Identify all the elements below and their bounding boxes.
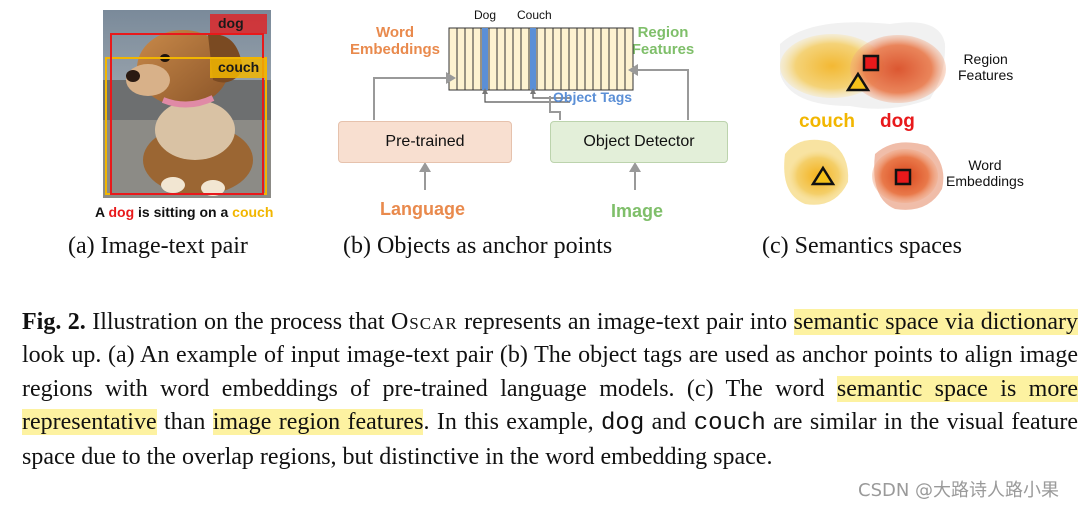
word-embeddings-label: Word Embeddings <box>350 24 440 58</box>
word-embeddings-space-label: Word Embeddings <box>946 157 1024 189</box>
embedding-diagram <box>373 27 689 190</box>
token-strip <box>448 27 634 91</box>
dog-tag-label: dog <box>218 15 244 31</box>
arrow-head <box>530 88 536 94</box>
detector-arrow <box>549 69 689 120</box>
caption-text: represents an image-text pair into <box>457 309 794 335</box>
highlighted-text: image region features <box>212 409 424 436</box>
region-features-line1: Region <box>637 24 689 41</box>
region-features-space-line2: Features <box>958 67 1014 83</box>
code-dog: dog <box>601 410 645 438</box>
code-couch: couch <box>693 410 766 438</box>
highlighted-text: semantic space via dictionary <box>793 309 1079 335</box>
input-arrows <box>424 170 636 190</box>
caption-couch: couch <box>232 204 274 220</box>
object-detector-box: Object Detector <box>550 121 728 163</box>
couch-space-label: couch <box>799 111 855 132</box>
dog-region-cluster <box>850 35 946 103</box>
figure-label: Fig. 2. <box>22 309 86 335</box>
word-embeddings-space-line1: Word <box>968 157 1002 173</box>
subcaption-b: (b) Objects as anchor points <box>343 233 613 259</box>
dog-on-couch-photo: dog couch <box>103 10 271 198</box>
word-embeddings-line2: Embeddings <box>350 41 441 58</box>
dog-space-label: dog <box>880 111 915 132</box>
arrow-head <box>629 162 641 172</box>
object-tags-label: Object Tags <box>553 89 633 105</box>
pretrained-label: Pre-trained <box>385 133 465 150</box>
watermark: CSDN @大路诗人路小果 <box>858 480 1060 501</box>
dog-square-marker <box>862 54 880 72</box>
object-detector-label: Object Detector <box>583 133 695 150</box>
region-features-label: Region Features <box>628 24 698 58</box>
subcaption-a: (a) Image-text pair <box>68 233 248 259</box>
caption-text: Illustration on the process that <box>85 309 391 335</box>
caption-text: than <box>156 409 213 436</box>
caption-text: . In this example, <box>423 409 602 436</box>
method-name: Oscar <box>390 309 458 335</box>
word-embeddings-space-line2: Embeddings <box>946 173 1024 189</box>
word-embeddings-line1: Word <box>375 24 415 41</box>
photo-illustration <box>103 10 271 198</box>
caption-text: and <box>644 409 694 436</box>
arrow-head <box>419 162 431 172</box>
figure-caption: Fig. 2. Illustration on the process that… <box>22 306 1079 474</box>
semantic-space-plot <box>780 22 946 210</box>
caption-prefix: A <box>95 204 109 220</box>
pretrained-arrow <box>373 77 446 120</box>
image-caption: A dog is sitting on a couch <box>95 204 273 220</box>
arrow-head <box>482 88 488 94</box>
image-label: Image <box>611 201 664 221</box>
region-features-space-line1: Region <box>963 51 1008 67</box>
arrow-head <box>628 64 638 76</box>
couch-tag-label: couch <box>218 59 260 75</box>
subcaption-c: (c) Semantics spaces <box>762 233 962 259</box>
couch-top-label: Couch <box>517 8 552 22</box>
region-features-space-label: Region Features <box>958 51 1013 83</box>
dog-square-marker <box>894 168 912 186</box>
arrow-head <box>446 72 456 84</box>
language-label: Language <box>380 199 466 219</box>
dog-top-label: Dog <box>474 8 497 22</box>
couch-triangle-marker <box>845 71 871 92</box>
caption-text: look up. (a) An example of input image-t… <box>22 342 1078 402</box>
couch-triangle-marker <box>810 165 836 186</box>
caption-mid: is sitting on a <box>134 204 233 220</box>
caption-text: are similar in the visual feature space … <box>22 409 1079 470</box>
region-features-line2: Features <box>631 41 695 58</box>
pretrained-box: Pre-trained <box>338 121 512 163</box>
caption-dog: dog <box>108 204 135 220</box>
